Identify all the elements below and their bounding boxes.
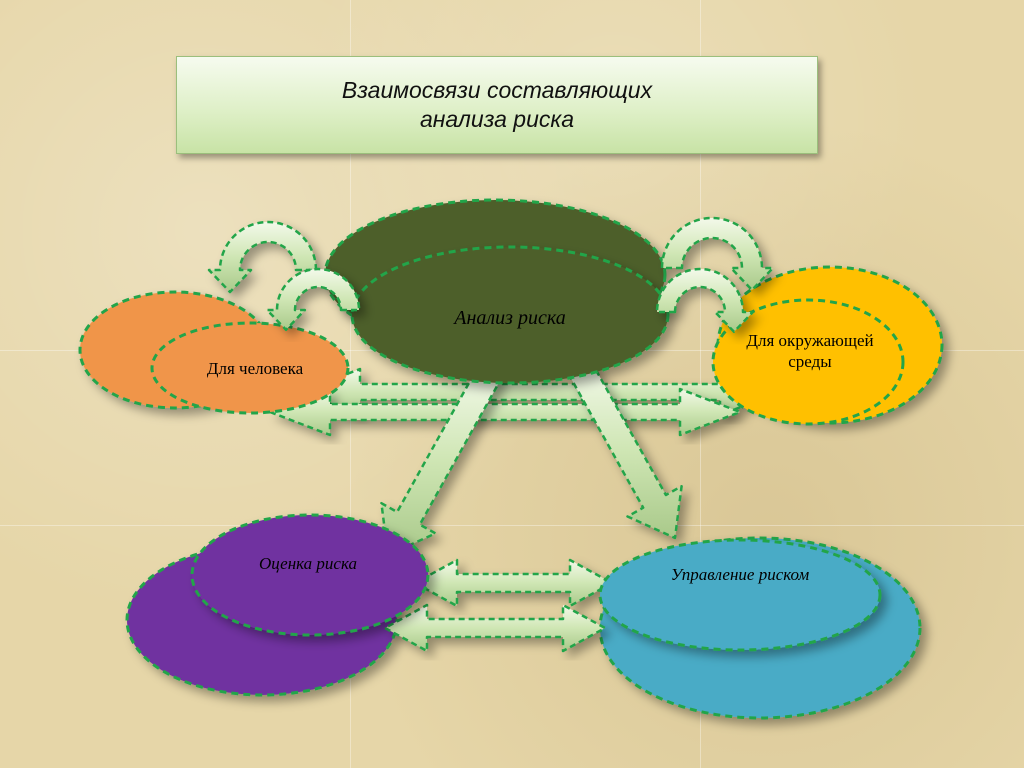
node-center-label: Анализ риска (454, 307, 566, 329)
background-tile-line (0, 525, 1024, 526)
curved-arrow-center-to-environment-inner (655, 267, 755, 334)
node-management-ellipse (598, 538, 882, 652)
node-assessment-ellipse (190, 513, 430, 637)
curved-arrow-center-to-human-outer (207, 220, 318, 294)
arrow-human-environment-lower (268, 387, 742, 437)
node-human-label: Для человека (206, 359, 304, 378)
title-line-1: Взаимосвязи составляющих (341, 77, 653, 103)
node-assessment-label: Оценка риска (258, 554, 358, 573)
arrow-assessment-management-upper (413, 558, 614, 608)
node-management-label: Управление риском (670, 565, 810, 584)
arrow-center-to-management (567, 360, 683, 540)
page-title: Взаимосвязи составляющих анализа риска (287, 76, 707, 134)
node-environment-ellipse (711, 298, 905, 426)
arrow-center-to-assessment (380, 364, 503, 557)
title-line-2: анализа риска (419, 106, 575, 132)
node-center-ellipse (350, 245, 670, 385)
node-environment-label: Для окружающей среды (746, 331, 874, 371)
arrow-assessment-management-lower (383, 603, 607, 653)
node-human-ellipse (150, 321, 350, 415)
title-box: Взаимосвязи составляющих анализа риска (176, 56, 818, 154)
curved-arrow-center-to-human-inner (265, 267, 361, 332)
curved-arrow-center-to-environment-outer (660, 216, 775, 292)
